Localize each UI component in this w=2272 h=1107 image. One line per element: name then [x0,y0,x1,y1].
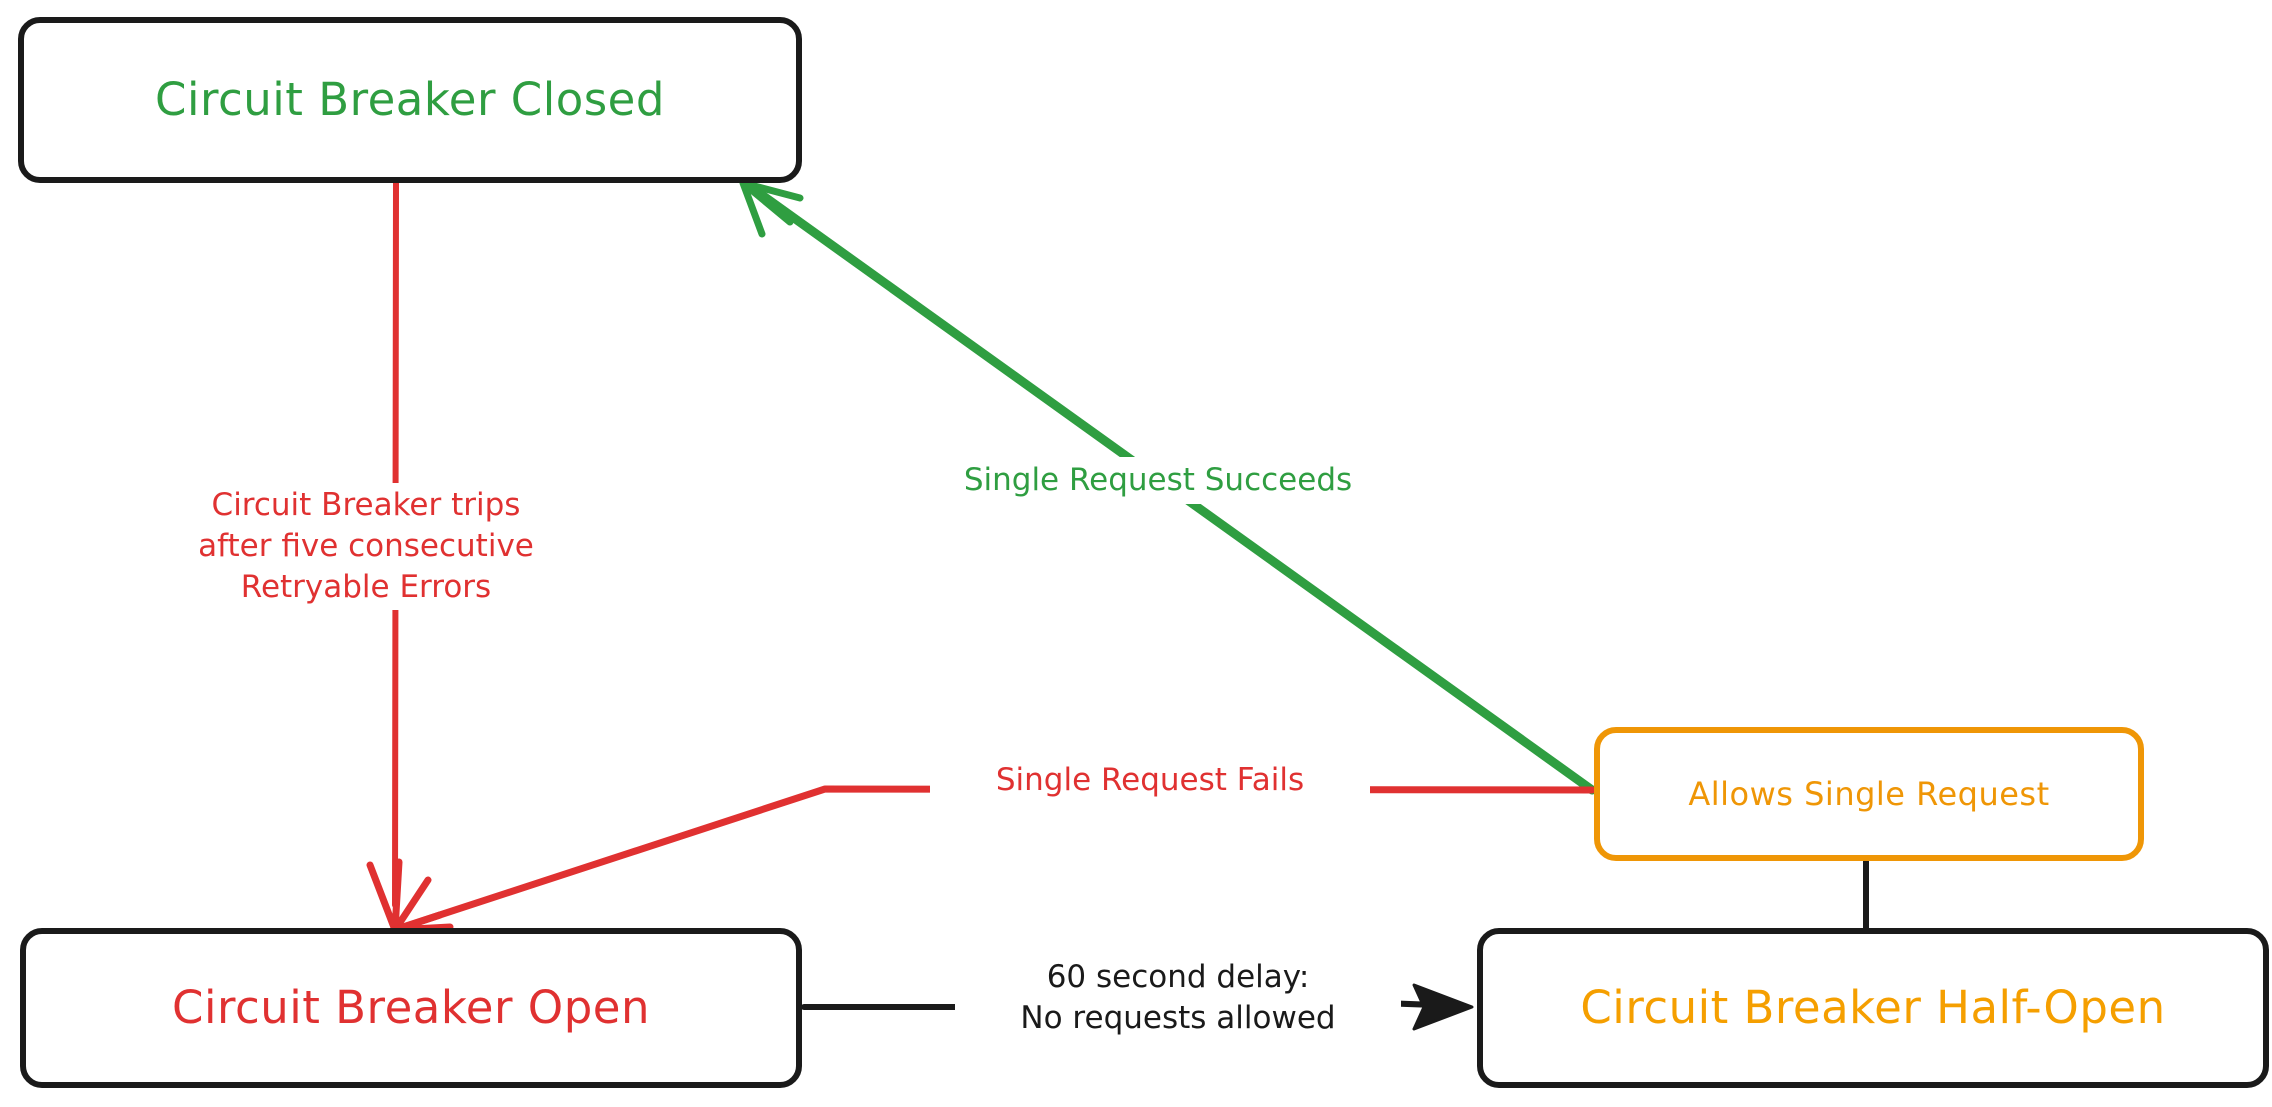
state-node-circuit-breaker-half-open[interactable]: Circuit Breaker Half-Open [1477,928,2269,1088]
edge-label-fails: Single Request Fails [930,757,1370,804]
state-node-closed-label: Circuit Breaker Closed [155,73,665,127]
state-node-allows-single-request[interactable]: Allows Single Request [1594,727,2144,861]
state-node-circuit-breaker-closed[interactable]: Circuit Breaker Closed [18,17,802,183]
edge-fails [391,785,1596,934]
state-node-half-open-label: Circuit Breaker Half-Open [1580,981,2166,1035]
state-node-open-label: Circuit Breaker Open [172,981,650,1035]
edge-label-delay: 60 second delay: No requests allowed [955,955,1401,1041]
state-node-allows-label: Allows Single Request [1688,774,2050,813]
state-node-circuit-breaker-open[interactable]: Circuit Breaker Open [20,928,802,1088]
edge-label-succeeds: Single Request Succeeds [900,457,1416,504]
edge-label-trips: Circuit Breaker trips after five consecu… [150,483,582,610]
edge-delay [801,983,1474,1031]
